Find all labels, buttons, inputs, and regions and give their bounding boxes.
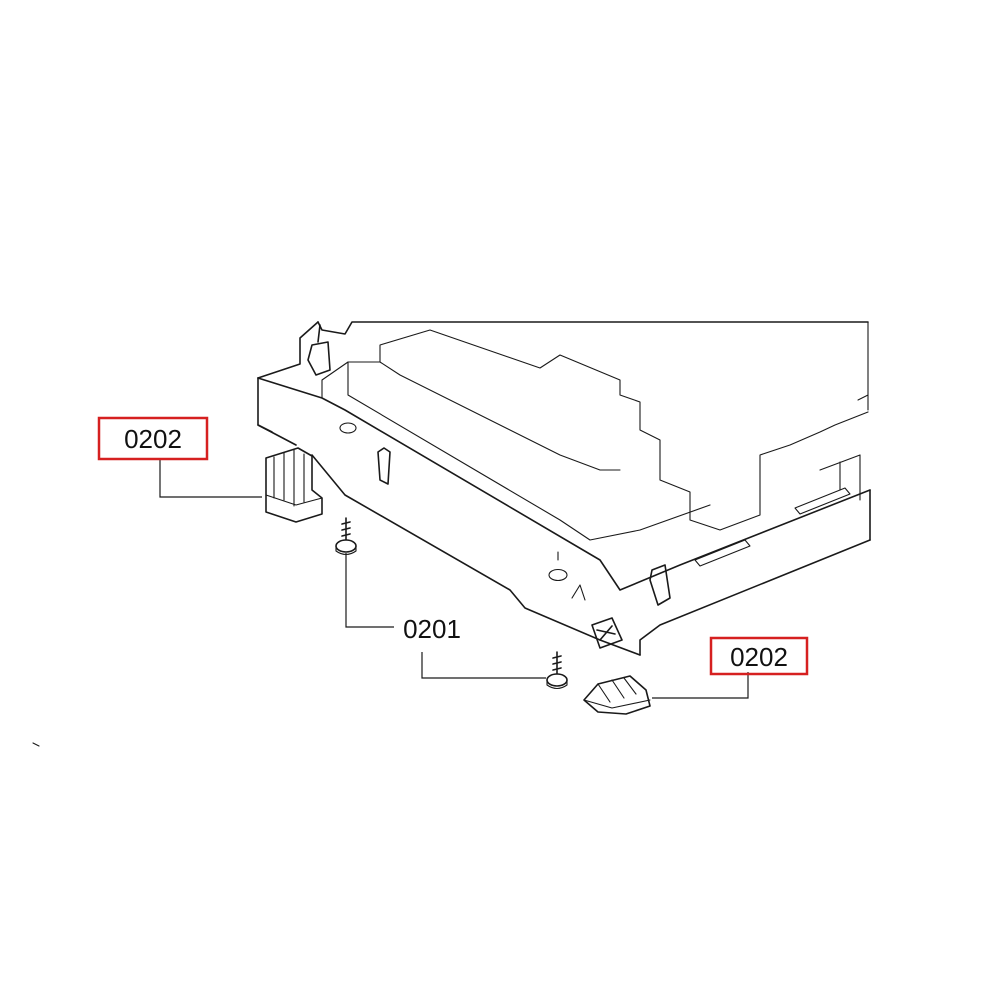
foot-left-part: [265, 447, 323, 523]
frame-front-face-bottom-edge: [257, 424, 273, 433]
leader-screw-left: [345, 553, 394, 628]
leader-foot-right: [652, 672, 749, 699]
frame-inner-floor: [347, 361, 711, 541]
frame-connector-block: [591, 617, 623, 649]
frame-rail-2: [794, 487, 851, 515]
highlight-box-left: [97, 416, 209, 461]
stray-mark: [32, 742, 40, 747]
callout-foot-left: 0202: [97, 416, 209, 461]
frame-clip-post-back: [307, 324, 331, 376]
foot-right-part: [583, 675, 651, 715]
base-frame: [257, 321, 871, 656]
screw-left-part: [335, 517, 357, 556]
frame-right-face: [639, 539, 871, 656]
part-number-label: 0202: [124, 424, 182, 454]
frame-front-top-edge: [257, 377, 871, 591]
screw-right-part: [546, 651, 568, 690]
leader-screw-right: [421, 652, 546, 679]
callout-foot-right: 0202: [709, 636, 809, 676]
part-number-label: 0202: [730, 642, 788, 672]
frame-inner-recess: [321, 329, 869, 531]
frame-screw-hole-left: [339, 422, 357, 434]
frame-hook: [571, 584, 586, 601]
frame-left-rim: [257, 321, 319, 379]
frame-right-end-detail: [857, 321, 869, 411]
part-number-label: 0201: [403, 614, 461, 644]
frame-rail-detail: [819, 454, 861, 501]
frame-screw-hole-right: [548, 568, 568, 582]
leader-foot-left: [159, 460, 262, 498]
frame-clip-post-right: [649, 564, 671, 606]
frame-slot: [377, 447, 391, 485]
callout-screws: 0201: [403, 614, 461, 644]
frame-front-face-bottom: [311, 454, 641, 656]
frame-rail-1: [694, 539, 751, 567]
frame-back-edge: [317, 321, 869, 335]
frame-inner-step: [379, 361, 621, 471]
highlight-box-right: [709, 636, 809, 676]
